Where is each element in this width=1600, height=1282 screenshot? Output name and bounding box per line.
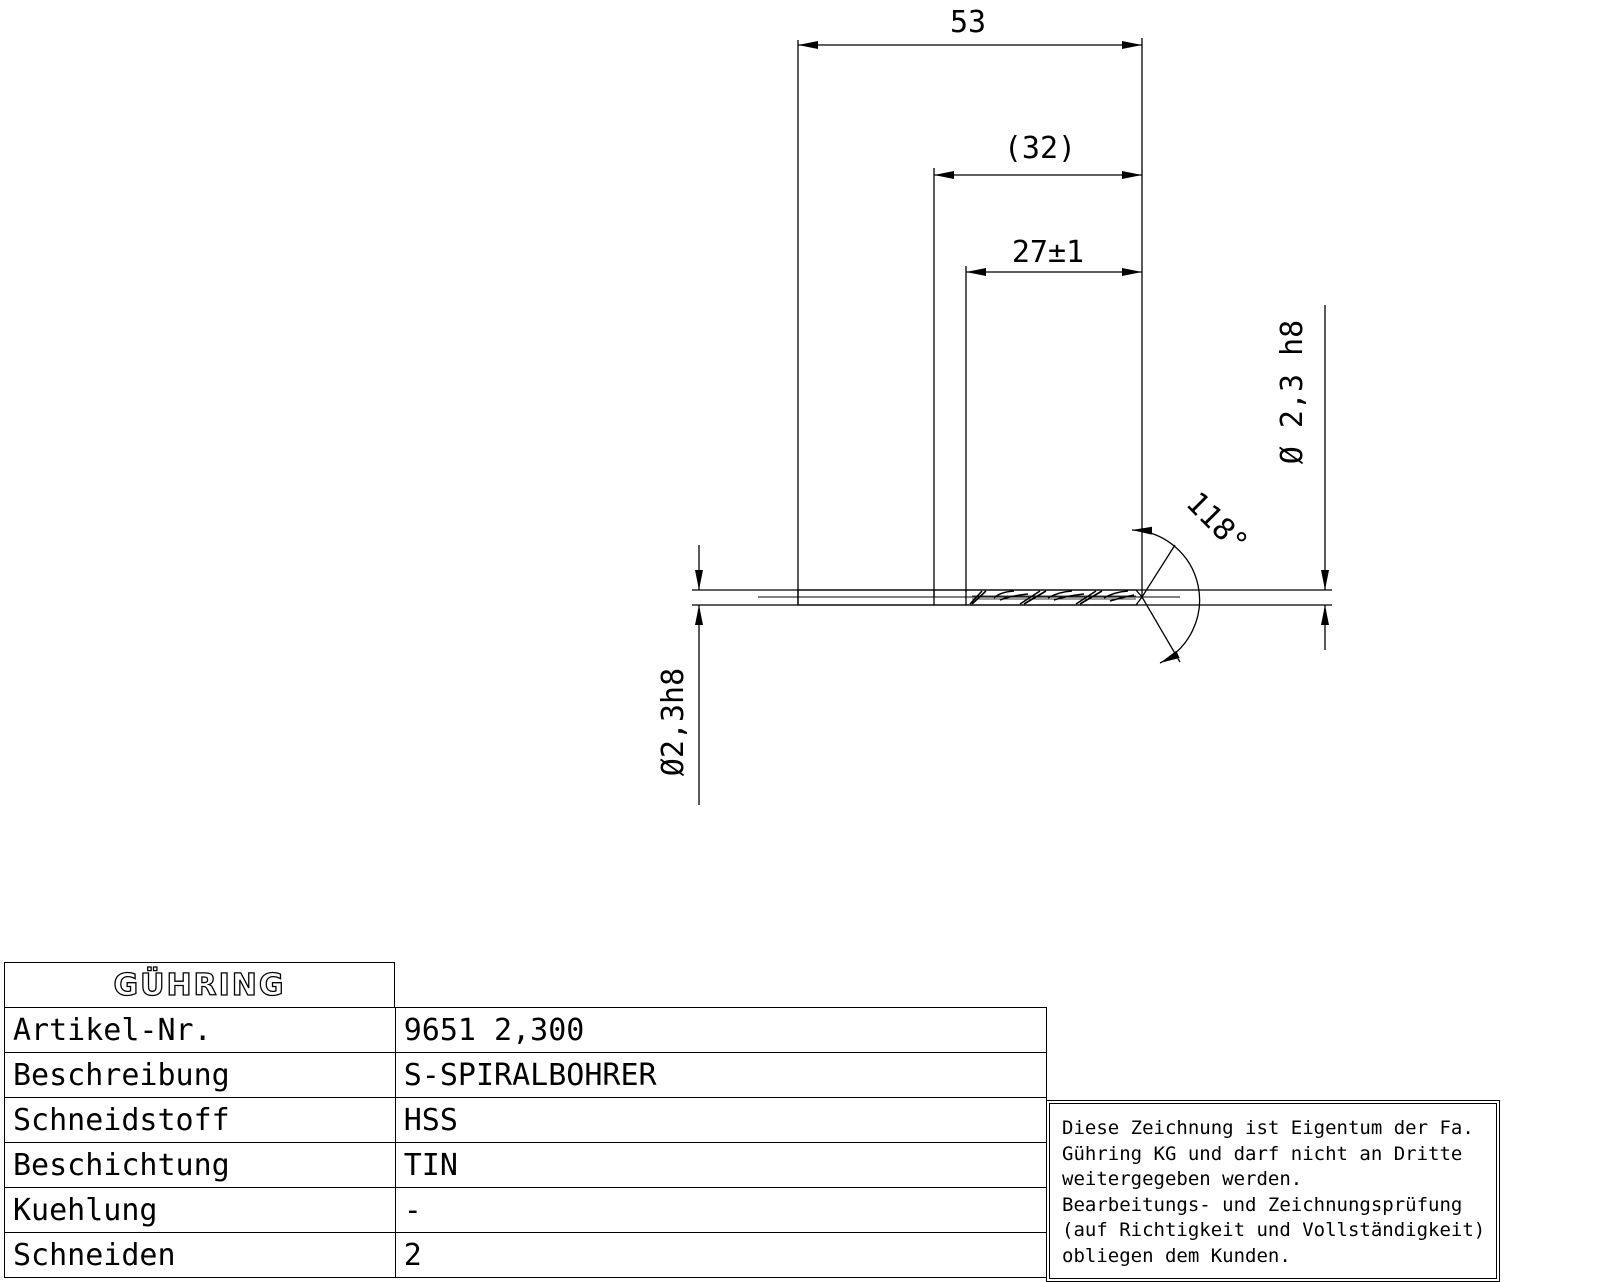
row-value: 2 <box>394 1232 1048 1278</box>
notice-line: Gühring KG und darf nicht an Dritte <box>1062 1142 1463 1165</box>
copyright-notice-box: Diese Zeichnung ist Eigentum der Fa. Gühr… <box>1046 1100 1500 1282</box>
dim-overall-length: 53 <box>950 5 986 40</box>
dim-flute-length: (32) <box>1004 131 1076 166</box>
drill-neck <box>934 589 966 606</box>
row-value: TIN <box>394 1142 1048 1188</box>
table-row: Beschichtung TIN <box>4 1142 1048 1188</box>
title-block: Artikel-Nr. 9651 2,300 Beschreibung S-SP… <box>4 1007 1048 1278</box>
row-value: HSS <box>394 1097 1048 1143</box>
row-label: Schneiden <box>4 1232 396 1278</box>
point-angle-line-lower <box>1141 596 1181 663</box>
dim-point-angle: 118° <box>1179 485 1255 561</box>
notice-line: Diese Zeichnung ist Eigentum der Fa. <box>1062 1117 1474 1139</box>
point-angle-line-upper <box>1141 544 1176 598</box>
table-row: Schneidstoff HSS <box>4 1097 1048 1143</box>
row-label: Kuehlung <box>4 1187 396 1233</box>
row-label: Beschichtung <box>4 1142 396 1188</box>
notice-line: weitergegeben werden. <box>1062 1168 1303 1190</box>
table-row: Artikel-Nr. 9651 2,300 <box>4 1007 1048 1053</box>
drill-flutes <box>969 590 1136 605</box>
dim-diameter-left: Ø2,3h8 <box>656 668 691 776</box>
point-angle-arc <box>1131 526 1201 664</box>
notice-line: obliegen dem Kunden. <box>1062 1244 1291 1267</box>
logo-cell: GÜHRING <box>4 962 395 1007</box>
copyright-notice-text: Diese Zeichnung ist Eigentum der Fa. Gühr… <box>1049 1103 1497 1279</box>
row-label: Schneidstoff <box>4 1097 396 1143</box>
row-value: S-SPIRALBOHRER <box>394 1052 1048 1098</box>
row-label: Beschreibung <box>4 1052 396 1098</box>
dim-cutting-length: 27±1 <box>1012 235 1084 270</box>
guehring-logo: GÜHRING <box>113 967 286 1003</box>
notice-line: (auf Richtigkeit und Vollständigkeit) <box>1062 1219 1486 1241</box>
row-value: 9651 2,300 <box>394 1007 1048 1053</box>
row-label: Artikel-Nr. <box>4 1007 396 1053</box>
table-row: Schneiden 2 <box>4 1232 1048 1278</box>
table-row: Beschreibung S-SPIRALBOHRER <box>4 1052 1048 1098</box>
row-value: - <box>394 1187 1048 1233</box>
notice-line: Bearbeitungs- und Zeichnungsprüfung <box>1062 1193 1463 1216</box>
table-row: Kuehlung - <box>4 1187 1048 1233</box>
dim-diameter-right: Ø 2,3 h8 <box>1275 320 1310 465</box>
